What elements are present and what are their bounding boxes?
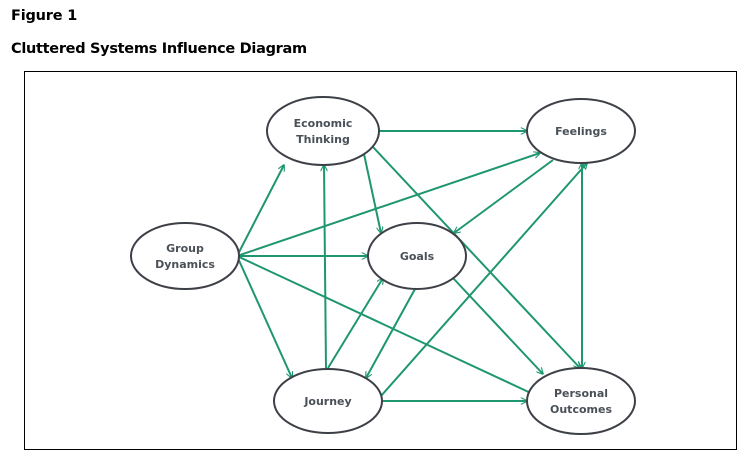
node-label-goals: Goals: [400, 250, 435, 263]
edge-feelings-to-goals: [454, 159, 554, 233]
node-goals: Goals: [367, 222, 467, 290]
node-label-outcomes: Personal: [554, 387, 608, 400]
node-label-economic: Economic: [294, 117, 353, 130]
node-ellipse-goals: [367, 222, 467, 290]
edge-goals-to-journey: [366, 288, 416, 378]
node-label-feelings: Feelings: [555, 125, 607, 138]
edge-economic-to-outcomes: [372, 146, 580, 368]
edge-journey-to-economic: [324, 165, 326, 369]
node-ellipse-outcomes: [526, 367, 636, 435]
node-ellipse-journey: [273, 368, 383, 434]
edge-journey-to-goals: [327, 278, 383, 369]
edge-journey-to-feelings: [380, 163, 587, 397]
figure-title: Cluttered Systems Influence Diagram: [11, 41, 307, 57]
node-label-outcomes: Outcomes: [550, 403, 612, 416]
edge-group-to-economic: [236, 165, 284, 257]
edge-group-to-feelings: [236, 153, 540, 257]
node-journey: Journey: [273, 368, 383, 434]
node-ellipse-economic: [266, 96, 380, 166]
edge-group-to-journey: [236, 255, 292, 378]
node-label-group: Dynamics: [155, 258, 215, 271]
node-label-journey: Journey: [303, 395, 351, 408]
node-label-economic: Thinking: [296, 133, 350, 146]
node-ellipse-group: [130, 222, 240, 290]
diagram-frame: [24, 71, 737, 450]
node-ellipse-feelings: [526, 98, 636, 164]
figure-label: Figure 1: [11, 8, 78, 24]
edge-goals-to-outcomes: [452, 277, 543, 374]
node-label-group: Group: [166, 242, 204, 255]
node-feelings: Feelings: [526, 98, 636, 164]
edges-layer: [236, 131, 587, 401]
edge-economic-to-goals: [363, 153, 381, 233]
edge-group-to-outcomes: [236, 255, 535, 395]
